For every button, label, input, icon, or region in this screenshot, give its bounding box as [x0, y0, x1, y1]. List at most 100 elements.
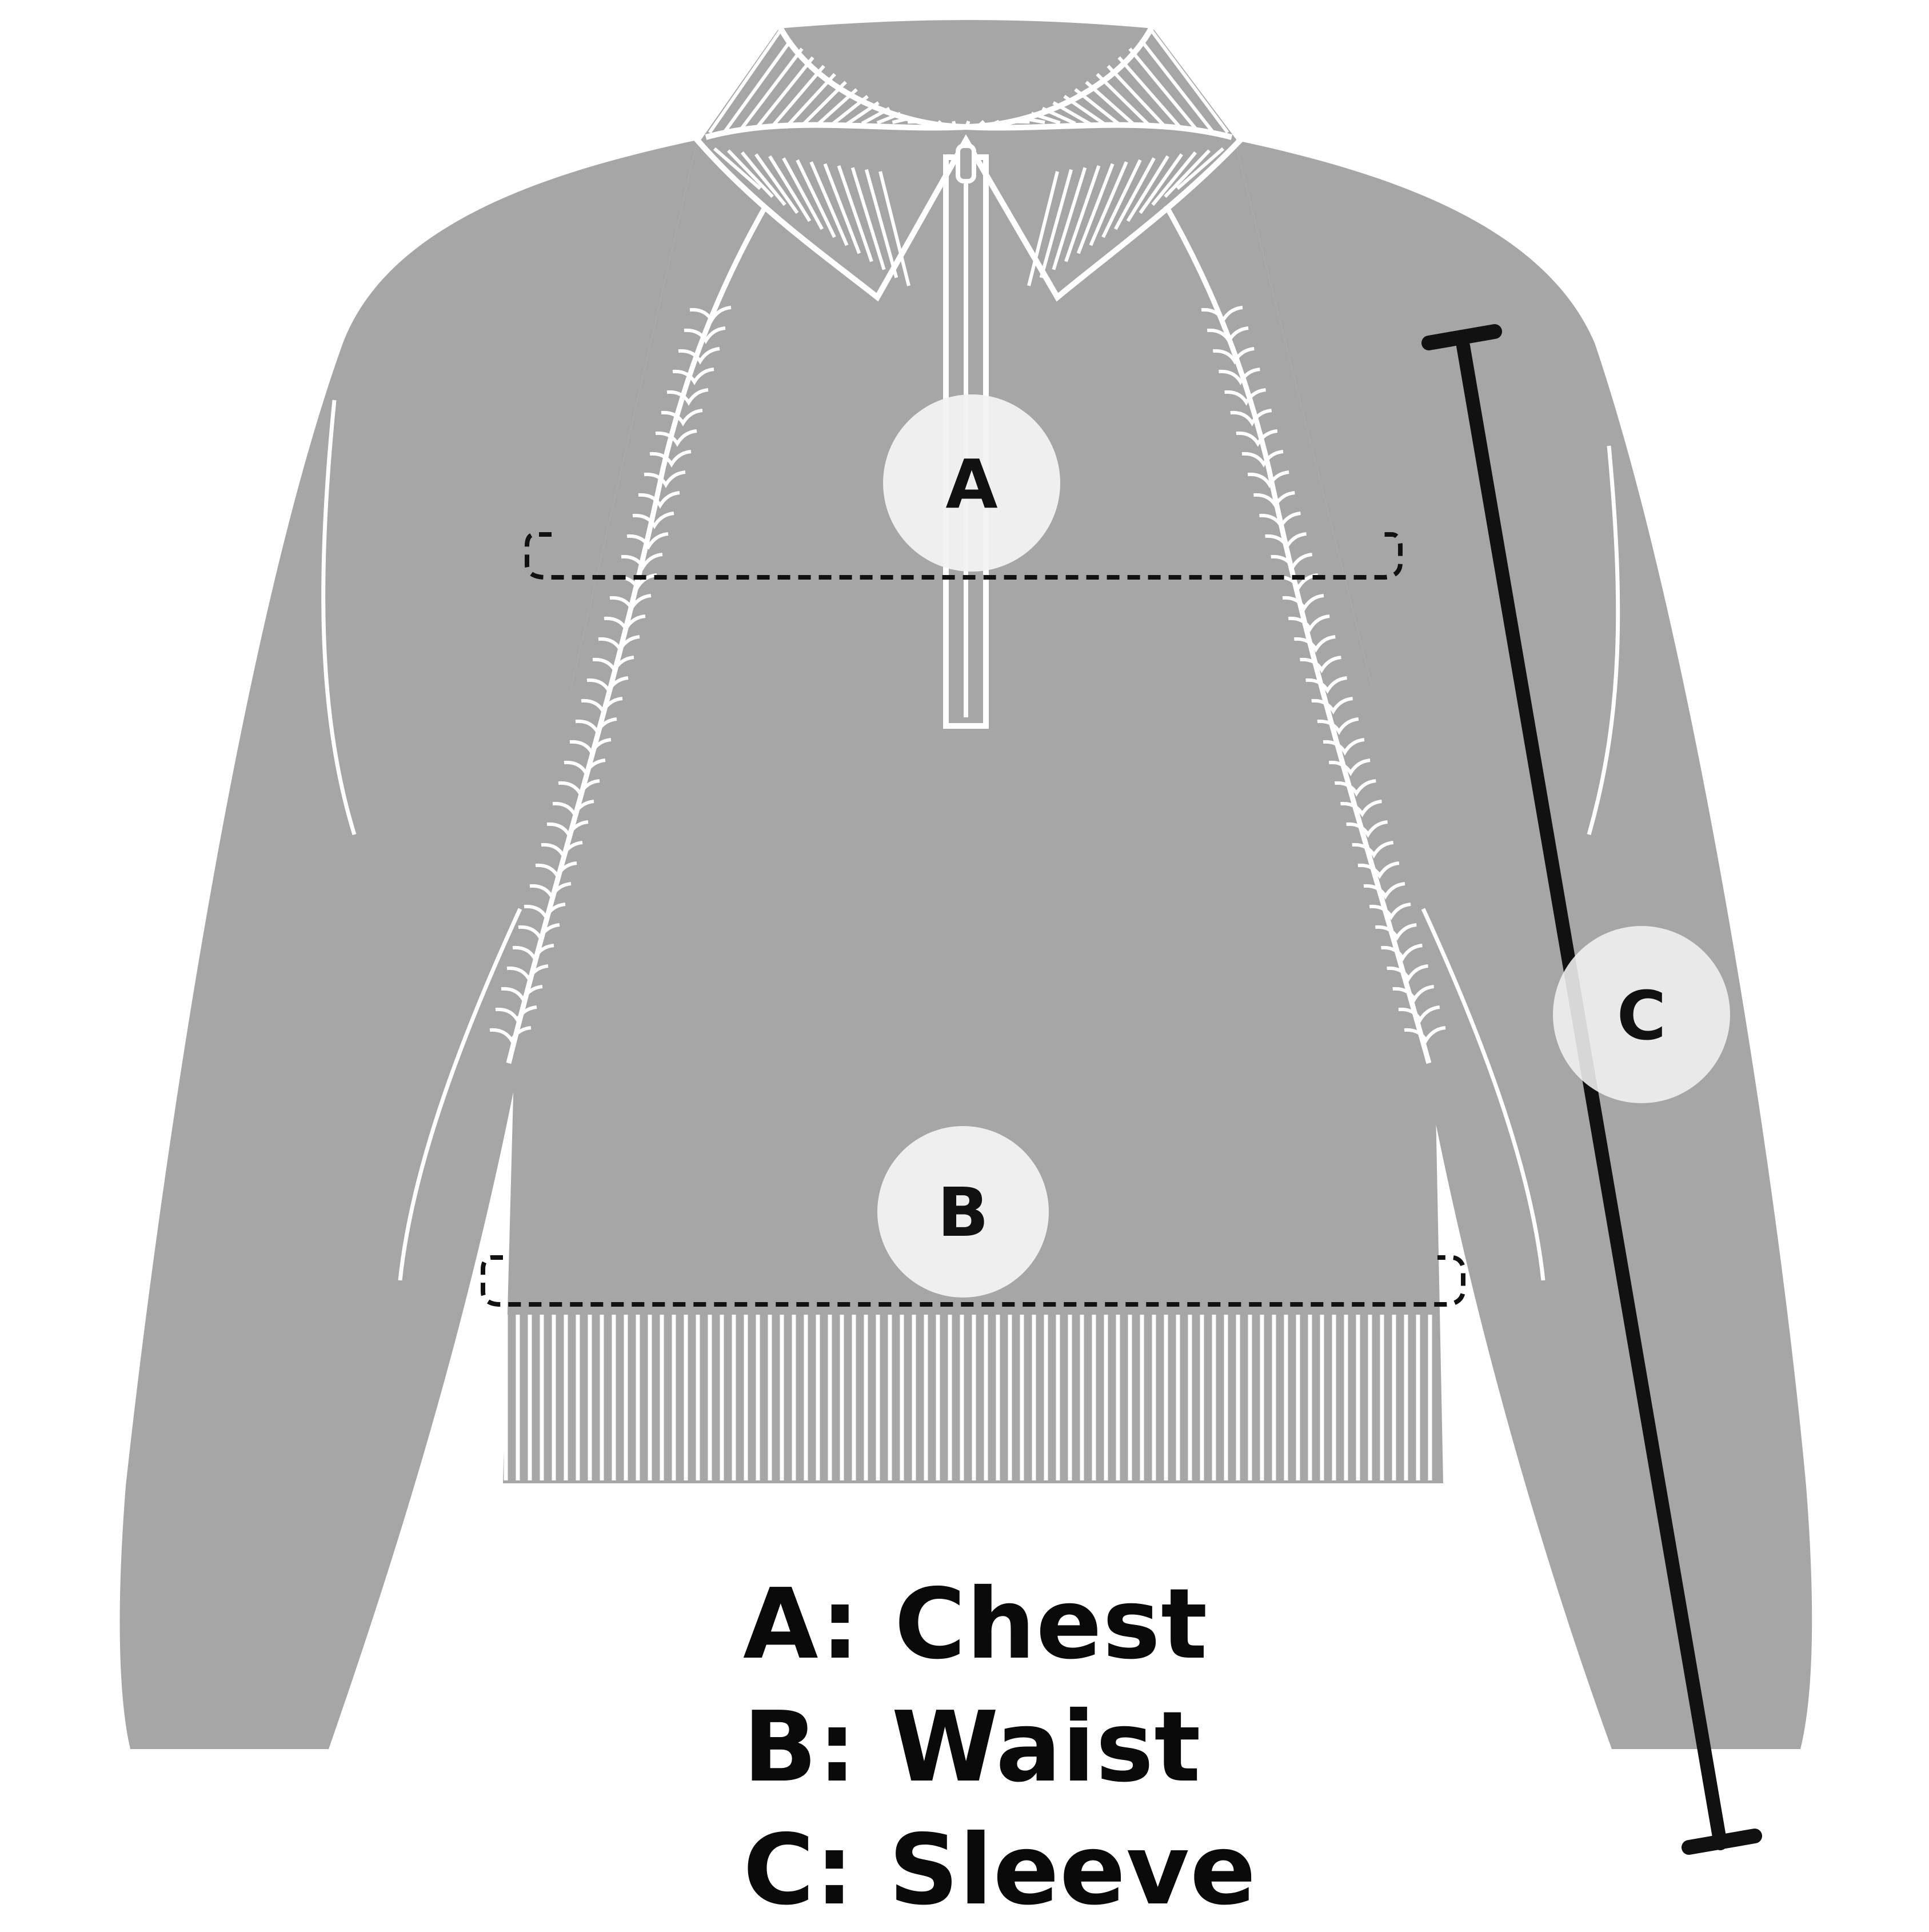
collar-rib	[1052, 167, 1087, 270]
cuff-rib	[1801, 1763, 1810, 1927]
seam-stitch	[1224, 388, 1266, 406]
collar-rib	[782, 157, 824, 230]
seam-stitch	[575, 717, 617, 735]
cuff-rib	[163, 1763, 173, 1927]
collar-rib	[845, 101, 880, 126]
seam-stitch	[1219, 368, 1260, 385]
seam-stitch	[604, 614, 646, 632]
marker-a-circle	[883, 394, 1060, 572]
collar-rib	[713, 147, 761, 190]
seam-stitch	[598, 635, 640, 653]
collar-rib	[1139, 153, 1183, 214]
collar-rib	[796, 159, 836, 238]
seam-stitch	[552, 800, 594, 817]
cuff-rib	[204, 1763, 221, 1927]
collar-rib	[800, 81, 847, 128]
cuff-rib	[225, 1763, 245, 1927]
cuff-rib	[1753, 1763, 1760, 1927]
collar-rib	[1089, 161, 1128, 246]
collar-rib	[861, 107, 890, 125]
cuff-rib	[214, 1763, 233, 1927]
cuff-rib	[1766, 1763, 1771, 1927]
measurement-legend: A: Chest B: Waist C: Sleeve	[743, 1563, 1256, 1932]
cuff-rib	[183, 1763, 197, 1927]
cuff-rib	[1648, 1763, 1668, 1927]
seam-stitch	[609, 594, 652, 612]
collar-rib	[1117, 56, 1184, 131]
seam-stitch	[1294, 635, 1336, 653]
seam-stitch	[1335, 779, 1376, 797]
collar-rib	[769, 65, 825, 130]
collar-rib	[1150, 30, 1229, 134]
cuff-rib	[142, 1763, 149, 1927]
seam-stitch	[1398, 1005, 1440, 1023]
seam-stitch	[501, 985, 543, 1003]
cuff-rib	[1790, 1763, 1797, 1927]
seam-stitch	[638, 491, 680, 509]
collar-rib	[727, 149, 774, 198]
seam-stitch	[1323, 738, 1365, 756]
collar-rib	[1128, 47, 1199, 132]
seam-stitch	[1392, 985, 1435, 1003]
seam-stitch	[1346, 820, 1388, 838]
seam-stitch	[1276, 573, 1319, 591]
collar-rib	[987, 119, 1000, 128]
collar-rib	[1074, 88, 1123, 127]
body	[503, 140, 1443, 1483]
collar-rib	[809, 161, 849, 246]
seam-stitch	[524, 903, 566, 920]
seam-stitch	[541, 841, 583, 859]
seam-stitch-right	[1201, 306, 1446, 1044]
seam-stitch	[1363, 882, 1405, 900]
cuff-rib	[286, 1763, 317, 1927]
seam-stitch	[1317, 717, 1359, 735]
marker-a-label: A	[945, 445, 997, 524]
cuff-rib	[153, 1763, 161, 1927]
seam-stitch	[1404, 1026, 1446, 1044]
seam-stitch	[546, 820, 589, 838]
seam-stitch	[1375, 923, 1417, 941]
collar-rib	[850, 167, 886, 270]
seam-stitch	[558, 779, 600, 797]
raglan-seam-left	[506, 204, 768, 1064]
seam-stitch	[518, 923, 560, 941]
seam-stitch	[649, 450, 692, 468]
collar-rib	[784, 73, 836, 129]
sleeve-fold-right	[1587, 445, 1620, 835]
legend-chest: A: Chest	[743, 1568, 1208, 1681]
seam-stitch	[661, 409, 703, 426]
marker-b-circle	[877, 1126, 1049, 1298]
seam-stitch	[678, 347, 720, 365]
marker-c-label: C	[1617, 976, 1667, 1055]
collar-rib	[1107, 65, 1168, 130]
collar-rib	[1039, 169, 1073, 278]
seam-stitch	[644, 470, 686, 488]
body-side-right	[1421, 908, 1545, 1281]
collar-rib	[1114, 157, 1156, 230]
seam-stitch	[1271, 553, 1313, 570]
seam-stitch	[1305, 676, 1347, 694]
body-side-left	[398, 908, 522, 1281]
measurement-guides	[481, 324, 1762, 1855]
collar-rib	[708, 30, 782, 134]
collar-rib	[937, 120, 945, 128]
seam-stitch	[1387, 964, 1428, 982]
marker-c-circle	[1553, 926, 1730, 1103]
seam-stitch	[1381, 944, 1423, 961]
seam-stitch	[1265, 532, 1307, 550]
cuff-rib	[255, 1763, 281, 1927]
collar-rib	[754, 153, 799, 214]
collar-rib	[876, 111, 901, 125]
seam-stitch	[1340, 800, 1382, 817]
marker-a: A	[883, 394, 1060, 572]
sleeve-right	[1235, 140, 1812, 1749]
cuff-rib	[194, 1763, 209, 1927]
seam-stitch	[632, 512, 674, 529]
seam-stitch	[655, 429, 697, 447]
seam-stitch	[569, 738, 612, 756]
seam-stitch	[1241, 450, 1284, 468]
collar-rib	[1126, 155, 1169, 222]
waist-measure-line	[481, 1255, 1465, 1307]
seam-stitch	[581, 697, 623, 714]
seam-stitch	[1259, 512, 1301, 529]
